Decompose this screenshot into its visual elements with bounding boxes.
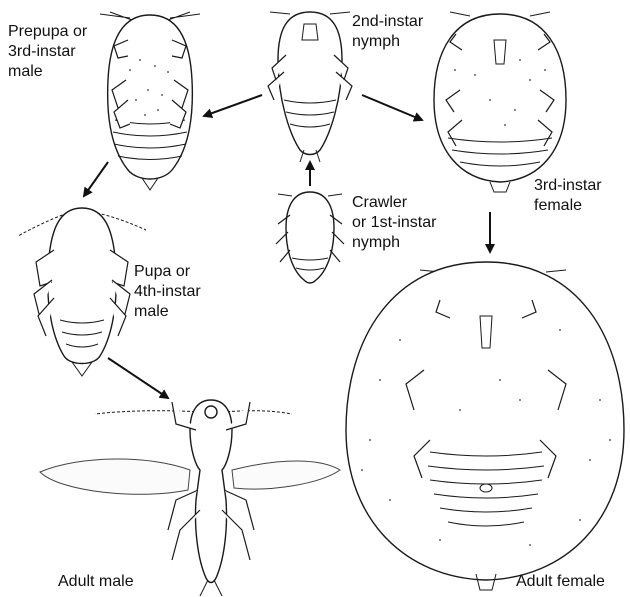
label-second-instar: 2nd-instar nymph [352,12,423,52]
label-crawler: Crawler or 1st-instar nymph [352,193,436,253]
arrow-pupa-to-adult-male [108,358,168,398]
label-prepupa-line2: 3rd-instar [8,42,87,62]
label-crawler-line2: or 1st-instar [352,213,436,233]
label-pupa-line2: 4th-instar [134,282,201,302]
label-third-instar-female: 3rd-instar female [534,176,602,216]
label-prepupa-line1: Prepupa or [8,22,87,42]
label-adult-female-text: Adult female [516,572,605,592]
label-third-instar-female-line2: female [534,196,602,216]
label-third-instar-female-line1: 3rd-instar [534,176,602,196]
prepupa-figure [100,12,200,190]
arrow-prepupa-to-pupa [84,162,108,196]
label-crawler-line3: nymph [352,233,436,253]
label-pupa-line1: Pupa or [134,262,201,282]
label-pupa: Pupa or 4th-instar male [134,262,201,322]
second-instar-figure [268,12,352,162]
third-instar-female-figure [434,12,566,192]
label-adult-male-text: Adult male [58,572,134,592]
label-crawler-line1: Crawler [352,193,436,213]
label-second-instar-line2: nymph [352,32,423,52]
label-second-instar-line1: 2nd-instar [352,12,423,32]
label-prepupa: Prepupa or 3rd-instar male [8,22,87,82]
arrow-second-to-third-female [362,95,422,120]
pupa-figure [18,208,146,376]
adult-female-figure [346,262,624,590]
crawler-figure [276,192,344,283]
label-adult-female: Adult female [516,572,605,592]
label-pupa-line3: male [134,302,201,322]
label-prepupa-line3: male [8,62,87,82]
arrow-second-to-prepupa [204,95,262,116]
label-adult-male: Adult male [58,572,134,592]
adult-male-figure [40,400,340,596]
